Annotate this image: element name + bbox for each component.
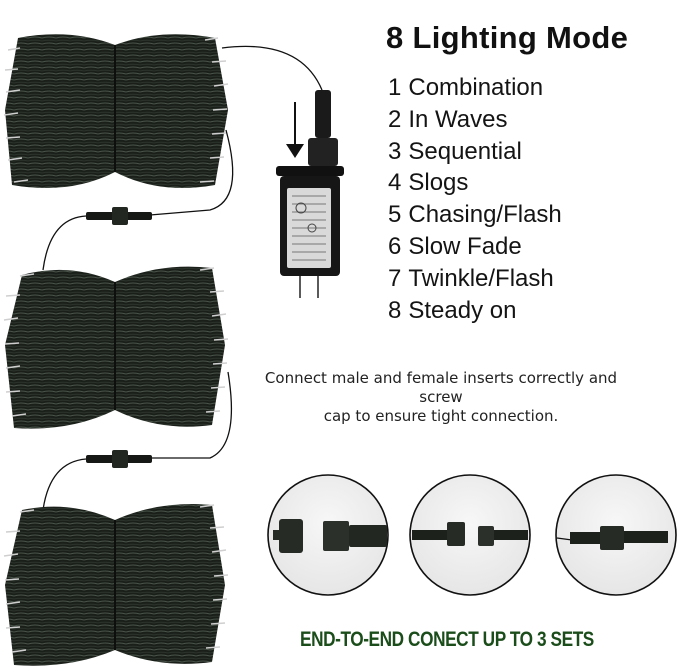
page-title: 8 Lighting Mode: [386, 20, 629, 55]
footer-caption: END-TO-END CONECT UP TO 3 SETS: [300, 628, 594, 651]
connector-step-separated: [267, 474, 389, 596]
connector-step-joined: [555, 474, 677, 596]
string-light-bundle-3: [3, 504, 229, 666]
string-light-bundle-2: [3, 266, 229, 429]
string-light-bundle-1: [3, 34, 229, 189]
down-arrow-icon: [286, 102, 304, 158]
power-adapter: [276, 90, 344, 298]
connector-2: [86, 450, 152, 468]
connector-step-aligned: [409, 474, 531, 596]
connector-1: [86, 207, 152, 225]
connection-instruction: Connect male and female inserts correctl…: [264, 369, 618, 425]
